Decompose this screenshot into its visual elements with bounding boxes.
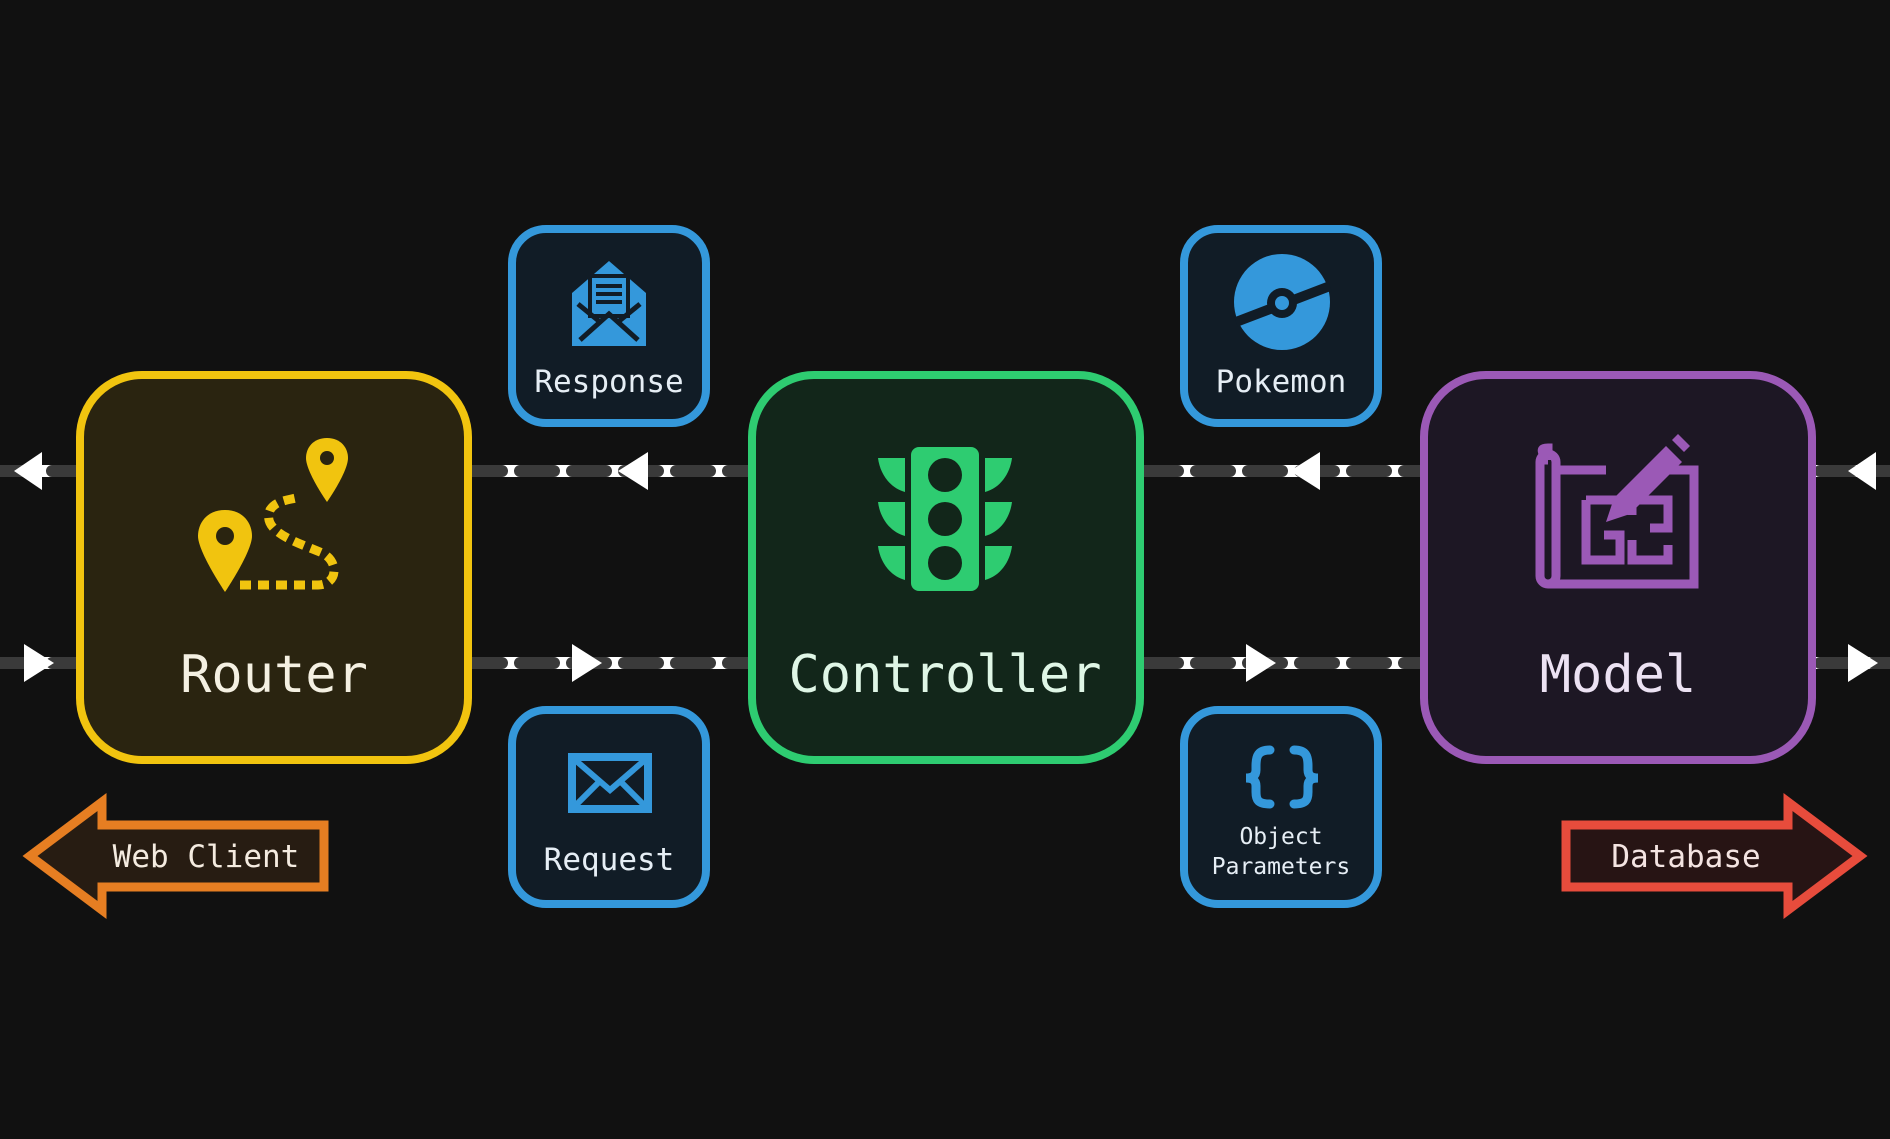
request-label: Request xyxy=(544,842,675,878)
controller-label: Controller xyxy=(788,645,1101,705)
database-endpoint: Database xyxy=(1561,793,1868,919)
arrowhead-left-1 xyxy=(14,452,42,490)
web-client-endpoint: Web Client xyxy=(22,793,329,919)
pokeball-icon xyxy=(1234,254,1332,350)
right-arrow-icon xyxy=(1561,793,1868,919)
object-parameters-label-line2: Parameters xyxy=(1212,854,1350,880)
arrowhead-right-2 xyxy=(572,644,602,682)
model-label: Model xyxy=(1540,645,1697,705)
pencil-icon xyxy=(1606,434,1690,522)
arrowhead-right-1 xyxy=(24,644,54,682)
curly-braces-icon xyxy=(1245,745,1319,809)
pokemon-label: Pokemon xyxy=(1216,364,1347,400)
arrowhead-right-4 xyxy=(1848,644,1878,682)
web-client-label: Web Client xyxy=(113,839,300,875)
response-label: Response xyxy=(534,364,683,400)
envelope-icon xyxy=(568,753,652,813)
arrowhead-left-2 xyxy=(618,452,648,490)
router-node: Router xyxy=(76,371,472,764)
database-label: Database xyxy=(1611,839,1760,875)
response-message: Response xyxy=(508,225,710,427)
arrowhead-right-3 xyxy=(1246,644,1276,682)
arrowhead-left-3 xyxy=(1290,452,1320,490)
open-envelope-icon xyxy=(572,261,646,346)
traffic-light-icon xyxy=(878,447,1012,591)
object-parameters-message: Object Parameters xyxy=(1180,706,1382,908)
map-route-icon xyxy=(198,438,348,592)
model-node: Model xyxy=(1420,371,1816,764)
left-arrow-icon xyxy=(22,793,329,919)
arrowhead-left-4 xyxy=(1848,452,1876,490)
controller-node: Controller xyxy=(748,371,1144,764)
request-message: Request xyxy=(508,706,710,908)
pokemon-message: Pokemon xyxy=(1180,225,1382,427)
object-parameters-label-line1: Object xyxy=(1239,824,1322,850)
router-label: Router xyxy=(180,645,368,705)
